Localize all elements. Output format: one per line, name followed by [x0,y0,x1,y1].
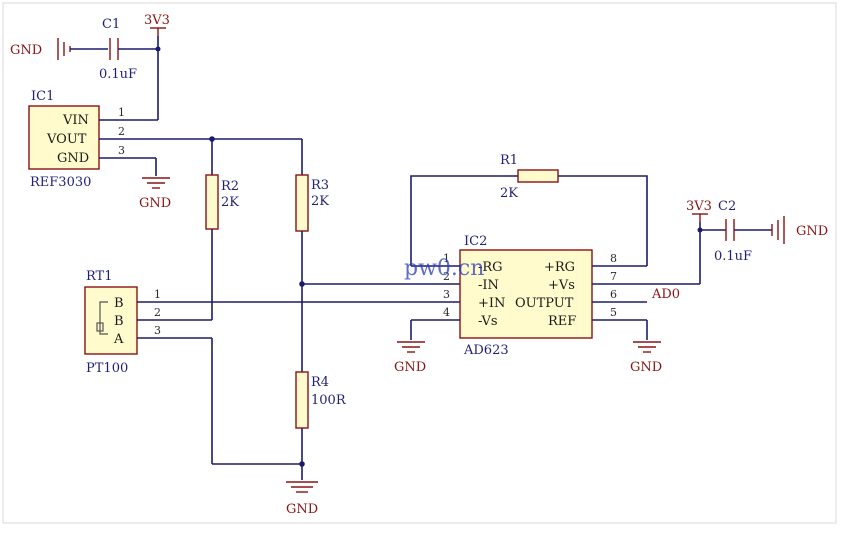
r4-value: 100R [311,393,347,408]
power-3v3-right [692,213,708,284]
ic1-pin2-name: VOUT [46,132,87,147]
ic2-pin7-name: +Vs [548,278,575,293]
r3-value: 2K [311,194,329,209]
ic2-pin3-name: +IN [478,296,505,311]
ic2-pin2-num: 2 [443,270,450,283]
gnd-label-ic1: GND [139,196,171,211]
r3-ref: R3 [311,178,329,193]
v33-label-right: 3V3 [686,199,712,214]
rt1-part: PT100 [86,361,128,376]
c1-value: 0.1uF [99,67,137,82]
ic2-pin5-name: REF [548,314,576,329]
ic1-pin1-name: VIN [62,113,89,128]
ic2-pin1-name: -RG [478,260,503,275]
ic2-pin4-name: -Vs [478,314,498,329]
c2-value: 0.1uF [714,249,752,264]
r1-value: 2K [500,186,518,201]
rt1-pin2-name: B [114,314,124,329]
gnd-label-top-left: GND [10,43,42,58]
ic2-part: AD623 [463,343,509,358]
ic2-pin8-name: +RG [544,260,575,275]
rt1-pin3-num: 3 [154,324,161,337]
gnd-label-ic2-right: GND [630,360,662,375]
resistor-r4 [295,371,309,429]
ic2-pin8-num: 8 [610,252,617,265]
r4-ref: R4 [311,375,329,390]
resistor-r1 [517,169,559,183]
ic2-pin6-name: OUTPUT [515,296,574,311]
ic1-pin3-num: 3 [118,144,125,157]
ic1-body [28,105,100,170]
ic1-ref: IC1 [31,89,54,104]
net-label-ad0: AD0 [651,287,680,302]
ic2-pin5-num: 5 [610,306,617,319]
rt1-pin1-name: B [114,296,124,311]
gnd-symbol-top-left [57,38,108,60]
rt1-element-icon [96,301,108,335]
c1-ref: C1 [102,17,120,32]
ic1-pin2-num: 2 [118,125,125,138]
r1-ref: R1 [500,153,518,168]
ic1-pin1-num: 1 [118,106,125,119]
r2-ref: R2 [221,179,239,194]
gnd-label-top-right: GND [796,224,828,239]
gnd-symbol-ic2-right [633,320,661,353]
v33-label-top: 3V3 [144,13,170,28]
rt1-pin2-num: 2 [154,306,161,319]
r2-value: 2K [221,195,239,210]
rt1-pin3-name: A [113,332,124,347]
ic1-part: REF3030 [30,175,91,190]
gnd-label-r4: GND [286,502,318,517]
rt1-body [84,286,138,355]
ic2-pin1-num: 1 [443,252,450,265]
watermark: pw0.cn [404,256,484,281]
gnd-symbol-ic2-left [397,320,425,353]
ic2-body [459,249,593,339]
resistor-r3 [295,174,309,232]
ic2-pin4-num: 4 [443,306,450,319]
gnd-label-ic2-left: GND [394,360,426,375]
ic2-pin7-num: 7 [610,270,617,283]
rt1-ref: RT1 [86,269,113,284]
rt1-pin1-num: 1 [154,288,161,301]
ic2-ref: IC2 [464,234,487,249]
ic2-pin2-name: -IN [478,278,499,293]
power-3v3-top [150,27,166,120]
gnd-symbol-ic1 [142,158,170,189]
c2-ref: C2 [718,199,736,214]
ic2-pin3-num: 3 [443,288,450,301]
resistor-r2 [205,174,219,230]
gnd-symbol-r4 [286,481,318,493]
ic2-pin6-num: 6 [610,288,617,301]
capacitor-c1 [109,38,158,60]
ic1-pin3-name: GND [57,151,89,166]
sheet-border [2,2,837,524]
capacitor-c2 [700,219,772,241]
gnd-symbol-top-right [771,216,785,244]
